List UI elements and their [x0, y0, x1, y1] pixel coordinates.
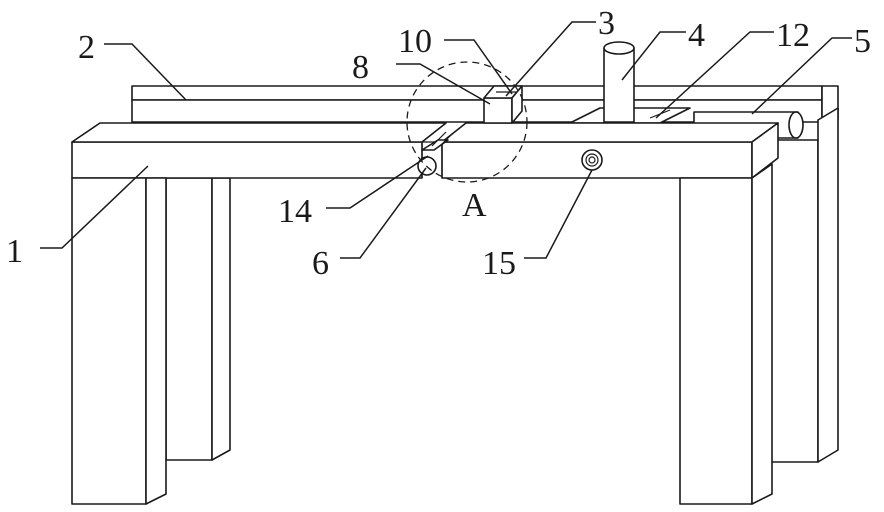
label-3: 3 — [598, 5, 615, 42]
front-leg-right — [680, 164, 772, 504]
front-leg-left — [72, 178, 166, 504]
label-1: 1 — [6, 233, 23, 270]
label-2: 2 — [78, 29, 95, 66]
leader-3 — [506, 22, 596, 96]
label-6: 6 — [312, 245, 329, 282]
label-14: 14 — [278, 193, 312, 230]
vertical-tube — [604, 42, 634, 122]
label-10: 10 — [398, 23, 432, 60]
label-8: 8 — [352, 49, 369, 86]
leader-15 — [524, 170, 592, 258]
back-leg-left — [166, 178, 230, 460]
leader-6 — [340, 168, 426, 258]
label-12: 12 — [776, 17, 810, 54]
label-5: 5 — [854, 23, 871, 60]
adjust-knob — [582, 150, 602, 170]
label-4: 4 — [688, 17, 705, 54]
back-leg-right — [770, 108, 838, 462]
label-detail-a: A — [462, 187, 487, 224]
label-15: 15 — [482, 245, 516, 282]
